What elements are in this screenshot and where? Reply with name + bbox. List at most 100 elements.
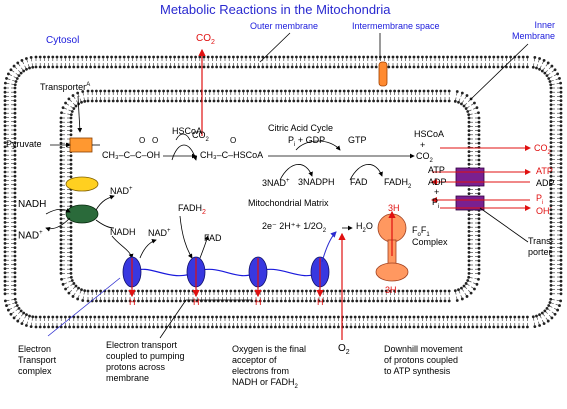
lipid-head	[204, 89, 208, 93]
lipid-head	[16, 319, 20, 323]
lipid-head	[509, 315, 512, 319]
lipid-head	[549, 191, 553, 195]
lipid-head	[341, 55, 344, 59]
lipid-head	[460, 91, 464, 95]
lipid-head	[349, 65, 353, 69]
lipid-head	[422, 89, 426, 93]
lipid-head	[59, 65, 63, 69]
lipid-head	[526, 315, 529, 319]
lipid-head	[13, 99, 17, 102]
lipid-head	[405, 99, 409, 103]
lipid-head	[156, 325, 160, 329]
lipid-head	[282, 325, 286, 329]
lipid-head	[467, 213, 471, 217]
lipid-head	[31, 315, 35, 319]
lipid-head	[77, 286, 80, 290]
lipid-head	[447, 89, 451, 93]
lipid-head	[442, 325, 445, 329]
lipid-head	[258, 289, 262, 293]
lipid-head	[59, 234, 63, 238]
lipid-head	[320, 65, 323, 69]
lipid-head	[3, 99, 7, 102]
lipid-head	[370, 315, 374, 319]
lipid-head	[437, 315, 441, 319]
lipid-head	[475, 106, 479, 110]
lipid-head	[342, 299, 346, 303]
lipid-head	[25, 324, 28, 327]
h3-top-label: 3H	[388, 203, 400, 213]
lipid-head	[145, 289, 149, 293]
lipid-head	[3, 191, 7, 195]
lipid-head	[408, 65, 412, 69]
lipid-head	[463, 325, 466, 329]
lipid-head	[232, 325, 235, 329]
lipid-head	[349, 325, 353, 329]
lipid-head	[433, 325, 437, 329]
etc-caption-pointer	[47, 277, 121, 337]
lipid-head	[28, 66, 31, 70]
lipid-head	[206, 65, 210, 69]
lipid-head	[559, 86, 563, 90]
lipid-head	[59, 217, 63, 221]
lipid-head	[345, 315, 349, 319]
lipid-head	[559, 279, 563, 283]
lipid-head	[549, 242, 553, 245]
lipid-head	[253, 55, 256, 59]
lipid-head	[114, 65, 118, 69]
lipid-head	[284, 89, 287, 93]
lipid-head	[282, 65, 286, 69]
lipid-head	[106, 325, 109, 329]
lipid-head	[463, 65, 466, 69]
lipid-head	[290, 325, 294, 329]
lipid-head	[16, 61, 20, 65]
lipid-head	[433, 55, 437, 59]
lipid-head	[342, 89, 346, 93]
lipid-head	[69, 246, 73, 250]
lipid-head	[118, 325, 122, 329]
lipid-head	[422, 289, 426, 293]
nad-plus-inner-label: NAD+	[148, 228, 171, 238]
lipid-head	[404, 315, 407, 319]
lipid-head	[477, 133, 481, 137]
lipid-head	[467, 158, 471, 162]
lipid-head	[300, 89, 304, 93]
nad-right-arrow	[95, 194, 115, 211]
lipid-head	[305, 89, 308, 93]
lipid-head	[338, 89, 342, 93]
lipid-head	[460, 286, 463, 290]
lipid-head	[467, 275, 471, 279]
lipid-head	[414, 289, 417, 293]
lipid-head	[83, 99, 87, 103]
lipid-head	[20, 58, 24, 62]
lipid-head	[320, 315, 323, 319]
pyruvate-label: Pyruvate	[6, 139, 42, 149]
lipid-head	[543, 71, 547, 75]
lipid-head	[211, 65, 214, 69]
lipid-head	[334, 89, 338, 93]
lipid-head	[422, 299, 426, 303]
lipid-head	[3, 237, 7, 241]
lipid-head	[141, 99, 145, 103]
lipid-head	[248, 315, 252, 319]
lipid-head	[425, 55, 428, 59]
lipid-head	[467, 251, 471, 254]
lipid-head	[443, 289, 447, 293]
lipid-head	[467, 154, 471, 158]
lipid-head	[338, 299, 342, 303]
lipid-head	[330, 99, 333, 103]
lipid-head	[299, 65, 302, 69]
lipid-head	[223, 55, 227, 59]
lipid-head	[145, 299, 149, 303]
lipid-head	[208, 99, 212, 103]
lipid-head	[362, 325, 365, 329]
lipid-head	[366, 65, 370, 69]
lipid-head	[458, 55, 462, 59]
lipid-head	[446, 65, 449, 69]
lipid-head	[321, 89, 325, 93]
lipid-head	[380, 289, 384, 293]
lipid-head	[177, 55, 181, 59]
lipid-head	[60, 277, 63, 281]
lipid-head	[190, 65, 193, 69]
lipid-head	[278, 325, 281, 329]
lipid-head	[13, 267, 17, 270]
